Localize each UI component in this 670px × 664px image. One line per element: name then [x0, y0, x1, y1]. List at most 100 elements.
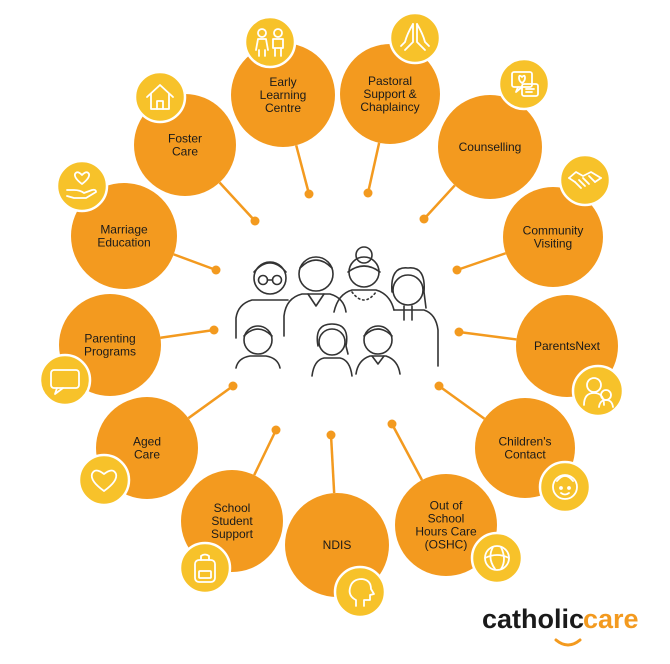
- connector-dot-parentsnext: [454, 327, 464, 337]
- service-node-ndis[interactable]: NDIS: [285, 493, 389, 619]
- service-label-line: Chaplaincy: [360, 100, 419, 114]
- service-label: NDIS: [323, 538, 352, 552]
- service-label-line: Learning: [260, 88, 307, 102]
- service-label-line: Support &: [363, 87, 416, 101]
- service-label: ParentsNext: [534, 339, 601, 353]
- service-label-line: Support: [211, 527, 254, 541]
- service-label: Counselling: [459, 140, 522, 154]
- connector-dot-parenting-programs: [209, 325, 219, 335]
- connector-dot-school-student-support: [271, 425, 281, 435]
- service-label-line: Out of: [430, 499, 463, 513]
- service-label-line: Parenting: [84, 332, 135, 346]
- service-label-line: Foster: [168, 132, 202, 146]
- speech-bubble-icon: [38, 353, 92, 407]
- connector-line-parenting-programs: [160, 328, 215, 339]
- service-circle: [340, 44, 440, 144]
- service-circle: [395, 474, 497, 576]
- service-label-line: Centre: [265, 101, 301, 115]
- head-profile-icon: [333, 565, 387, 619]
- service-circle: [231, 43, 335, 147]
- service-label-line: Hours Care: [415, 525, 477, 539]
- service-label-line: Children's: [499, 435, 552, 449]
- logo-smile-icon: [554, 638, 582, 647]
- connector-dot-community-visiting: [452, 265, 462, 275]
- chat-heart-icon: [497, 57, 551, 111]
- service-circle: [438, 95, 542, 199]
- service-label-line: Community: [523, 224, 584, 238]
- connector-line-ndis: [329, 434, 336, 494]
- connectors: [160, 142, 517, 494]
- service-label-line: Visiting: [534, 237, 572, 251]
- connector-dot-childrens-contact: [434, 381, 444, 391]
- children-icon: [243, 15, 297, 69]
- connector-line-pastoral-support: [366, 142, 381, 194]
- service-circle: [503, 187, 603, 287]
- service-label-line: (OSHC): [425, 538, 468, 552]
- service-node-parentsnext[interactable]: ParentsNext: [516, 295, 625, 418]
- service-label-line: School: [214, 501, 251, 515]
- service-label-line: Aged: [133, 435, 161, 449]
- hand-heart-icon: [55, 159, 109, 213]
- connector-dot-counselling: [419, 214, 429, 224]
- connector-line-childrens-contact: [438, 384, 486, 420]
- connector-line-marriage-education: [173, 253, 217, 272]
- connector-dot-early-learning-centre: [304, 189, 314, 199]
- connector-line-foster-care: [218, 181, 256, 222]
- logo-text-dark: catholic: [482, 604, 584, 634]
- service-label-line: Marriage: [100, 223, 148, 237]
- praying-hands-icon: [388, 11, 442, 65]
- logo-text-accent: care: [583, 604, 639, 634]
- backpack-icon: [178, 541, 232, 595]
- handshake-icon: [558, 153, 612, 207]
- child-face-icon: [538, 460, 592, 514]
- service-label-line: School: [428, 512, 465, 526]
- connector-dot-foster-care: [250, 216, 260, 226]
- service-label-line: Education: [97, 236, 150, 250]
- connector-line-oshc: [390, 423, 424, 481]
- connector-dot-oshc: [387, 419, 397, 429]
- service-label-line: Early: [269, 75, 296, 89]
- connector-line-early-learning-centre: [294, 144, 311, 195]
- connector-dot-marriage-education: [211, 265, 221, 275]
- service-label-line: Contact: [504, 448, 546, 462]
- service-circle: [71, 183, 177, 289]
- connector-line-school-student-support: [253, 429, 278, 476]
- catholic-care-logo: catholic care: [482, 604, 639, 647]
- connector-line-community-visiting: [456, 252, 507, 272]
- service-label-line: Pastoral: [368, 74, 412, 88]
- connector-dot-ndis: [326, 430, 336, 440]
- service-label-line: Programs: [84, 345, 136, 359]
- connector-dot-aged-care: [228, 381, 238, 391]
- service-label-line: Student: [211, 514, 253, 528]
- service-label-line: Counselling: [459, 140, 522, 154]
- heart-icon: [77, 453, 131, 507]
- family-group-icon: [235, 246, 439, 377]
- service-node-counselling[interactable]: Counselling: [438, 57, 551, 199]
- parent-child-icon: [571, 364, 625, 418]
- service-label-line: ParentsNext: [534, 339, 601, 353]
- service-label-line: NDIS: [323, 538, 352, 552]
- connector-dot-pastoral-support: [363, 188, 373, 198]
- house-icon: [133, 70, 187, 124]
